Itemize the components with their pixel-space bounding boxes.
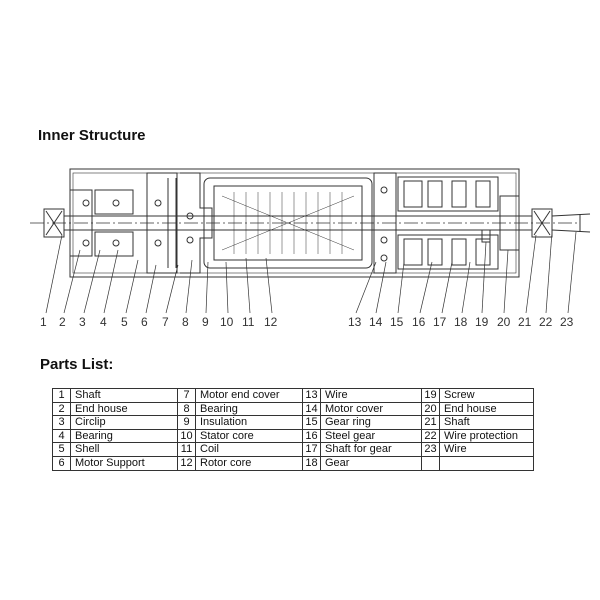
part-name: End house	[439, 401, 534, 417]
callout-5: 5	[121, 315, 128, 329]
part-number: 2	[52, 401, 71, 417]
part-name: Rotor core	[195, 455, 303, 471]
gear-stage-bottom	[397, 234, 499, 270]
part-name: Shell	[70, 442, 178, 457]
part-number: 11	[177, 442, 196, 457]
part-number: 1	[52, 388, 71, 403]
callout-12: 12	[264, 315, 278, 329]
gear-stage-top	[397, 176, 499, 212]
callout-17: 17	[433, 315, 447, 329]
callout-10: 10	[220, 315, 234, 329]
table-row: 5 Shell 11 Coil 17 Shaft for gear 23 Wir…	[52, 442, 534, 457]
part-name: Wire	[320, 388, 422, 403]
part-name: Coil	[195, 442, 303, 457]
callout-1: 1	[40, 315, 47, 329]
callout-23: 23	[560, 315, 574, 329]
callout-8: 8	[182, 315, 189, 329]
part-number: 16	[302, 428, 321, 444]
part-number: 22	[421, 428, 440, 444]
callout-13: 13	[348, 315, 362, 329]
part-name: Gear	[320, 455, 422, 471]
stator-core	[203, 177, 373, 269]
part-number: 20	[421, 401, 440, 417]
parts-list-table: 1 Shaft 7 Motor end cover 13 Wire 19 Scr…	[52, 388, 534, 471]
callout-9: 9	[202, 315, 209, 329]
part-number: 15	[302, 415, 321, 430]
callout-numbers: 1 2 3 4 5 6 7 8 9 10 11 12 13 14 15 16 1…	[40, 315, 574, 329]
part-name: Shaft	[70, 388, 178, 403]
part-number: 3	[52, 415, 71, 430]
table-row: 4 Bearing 10 Stator core 16 Steel gear 2…	[52, 428, 534, 444]
empty-cell	[421, 455, 440, 471]
part-name: Bearing	[195, 401, 303, 417]
table-row: 6 Motor Support 12 Rotor core 18 Gear	[52, 455, 534, 471]
callout-16: 16	[412, 315, 426, 329]
part-number: 8	[177, 401, 196, 417]
part-number: 14	[302, 401, 321, 417]
part-name: Motor Support	[70, 455, 178, 471]
parts-list-heading: Parts List:	[40, 356, 114, 373]
part-name: Shaft for gear	[320, 442, 422, 457]
part-name: Gear ring	[320, 415, 422, 430]
motor-cross-section-diagram: 1 2 3 4 5 6 7 8 9 10 11 12 13 14 15 16 1…	[30, 168, 591, 329]
inner-structure-heading: Inner Structure	[38, 127, 146, 144]
callout-20: 20	[497, 315, 511, 329]
part-number: 21	[421, 415, 440, 430]
callout-7: 7	[162, 315, 169, 329]
part-number: 5	[52, 442, 71, 457]
part-number: 18	[302, 455, 321, 471]
callout-19: 19	[475, 315, 489, 329]
part-name: Circlip	[70, 415, 178, 430]
callout-22: 22	[539, 315, 553, 329]
part-number: 10	[177, 428, 196, 444]
empty-cell	[439, 455, 534, 471]
part-name: Shaft	[439, 415, 534, 430]
part-name: Wire protection	[439, 428, 534, 444]
part-number: 23	[421, 442, 440, 457]
callout-14: 14	[369, 315, 383, 329]
part-number: 12	[177, 455, 196, 471]
part-name: Motor end cover	[195, 388, 303, 403]
part-number: 9	[177, 415, 196, 430]
callout-15: 15	[390, 315, 404, 329]
part-name: Motor cover	[320, 401, 422, 417]
callout-3: 3	[79, 315, 86, 329]
callout-11: 11	[242, 315, 255, 329]
part-name: Screw	[439, 388, 534, 403]
table-row: 3 Circlip 9 Insulation 15 Gear ring 21 S…	[52, 415, 534, 430]
callout-2: 2	[59, 315, 66, 329]
part-number: 4	[52, 428, 71, 444]
part-name: Insulation	[195, 415, 303, 430]
part-name: Bearing	[70, 428, 178, 444]
table-row: 2 End house 8 Bearing 14 Motor cover 20 …	[52, 401, 534, 417]
part-number: 7	[177, 388, 196, 403]
callout-18: 18	[454, 315, 468, 329]
callout-6: 6	[141, 315, 148, 329]
part-number: 19	[421, 388, 440, 403]
part-name: Stator core	[195, 428, 303, 444]
part-number: 17	[302, 442, 321, 457]
table-row: 1 Shaft 7 Motor end cover 13 Wire 19 Scr…	[52, 388, 534, 403]
part-name: Wire	[439, 442, 534, 457]
part-number: 13	[302, 388, 321, 403]
callout-21: 21	[518, 315, 532, 329]
part-name: Steel gear	[320, 428, 422, 444]
part-name: End house	[70, 401, 178, 417]
part-number: 6	[52, 455, 71, 471]
callout-4: 4	[100, 315, 107, 329]
